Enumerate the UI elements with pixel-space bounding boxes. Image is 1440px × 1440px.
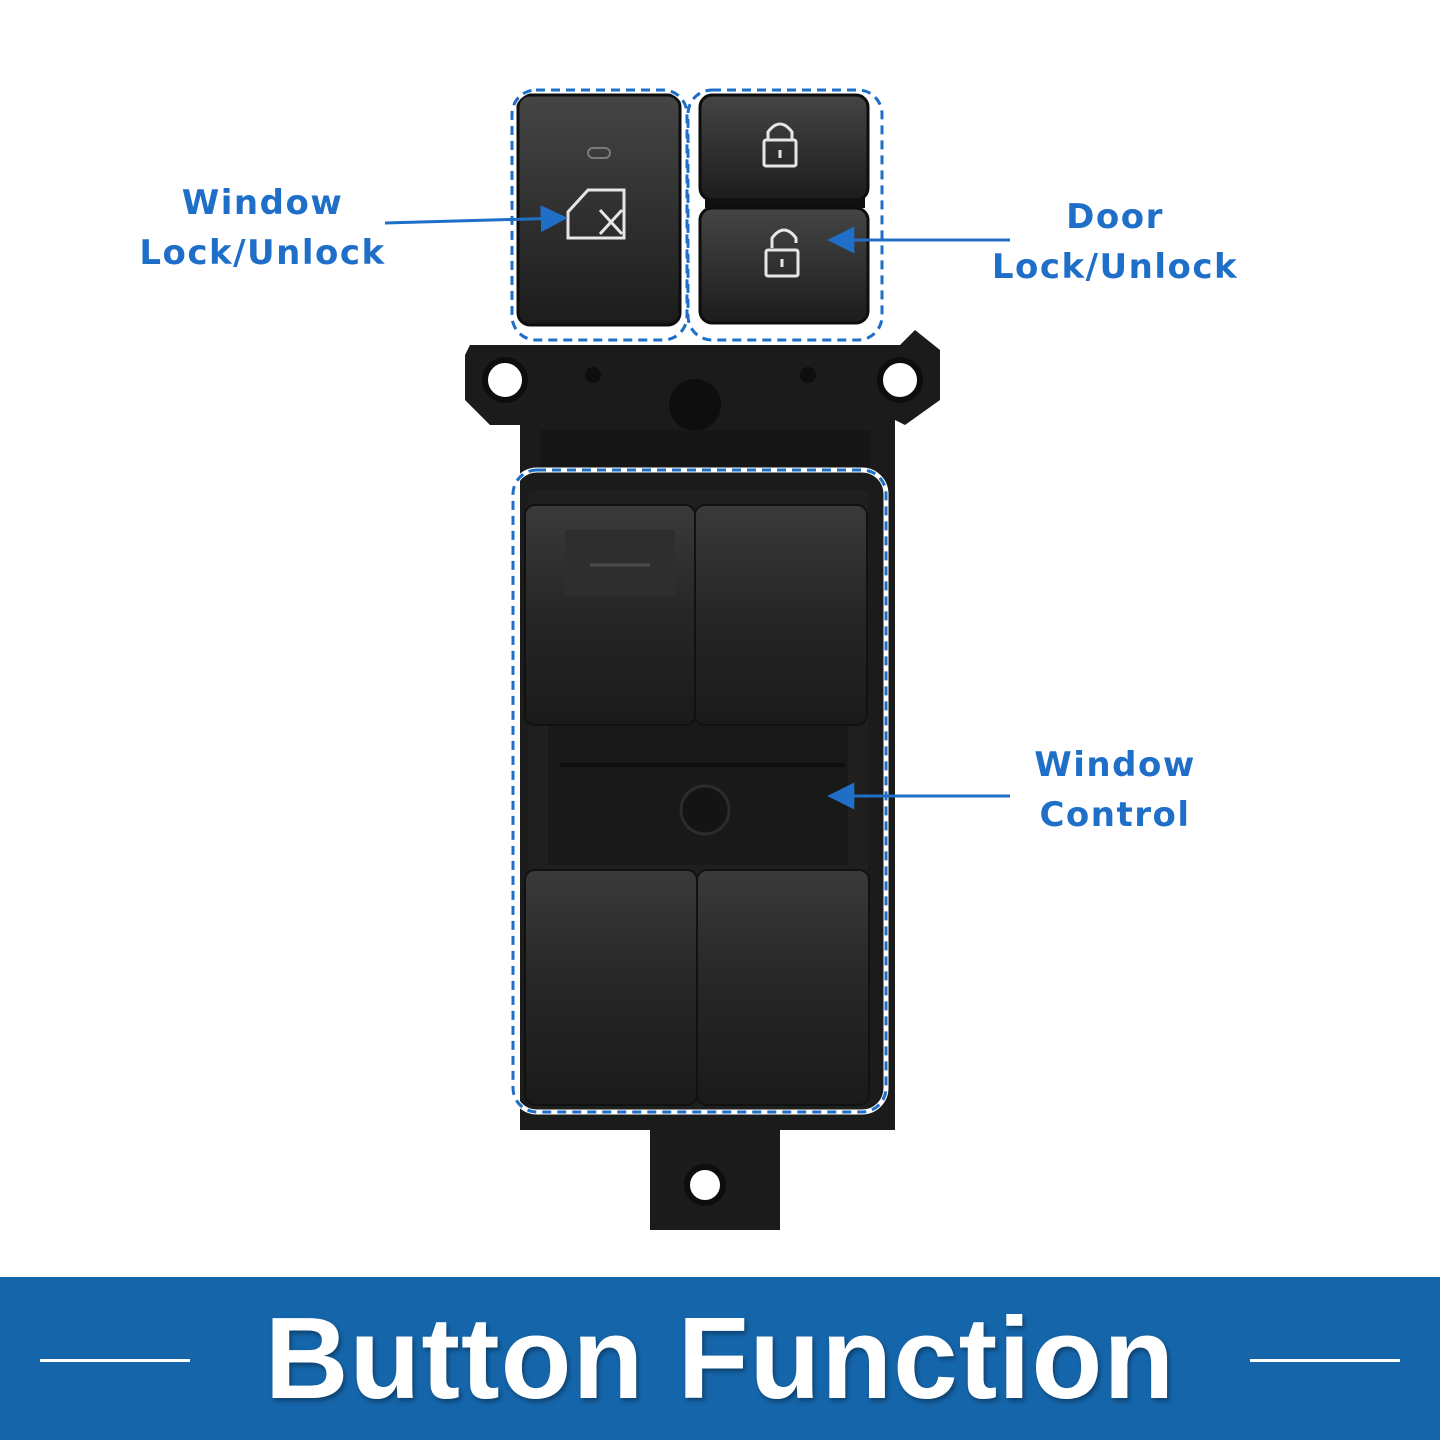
window-lock-arrow (384, 205, 568, 233)
window-lock-highlight (510, 88, 689, 342)
window-lock-button[interactable] (516, 93, 682, 327)
footer-banner: Button Function (0, 1277, 1440, 1440)
window-switch-rear-left[interactable] (524, 869, 698, 1106)
callout-window-control: Window Control (1000, 740, 1230, 840)
footer-divider-right (1250, 1359, 1400, 1362)
highlight-outlines (510, 88, 888, 1114)
mount-hole-left (482, 357, 528, 403)
mount-hole-bottom (684, 1164, 726, 1206)
window-lock-icon (566, 188, 626, 240)
footer-divider-left (40, 1359, 190, 1362)
housing-screw-recess (669, 379, 721, 431)
callout-line: Control (1039, 795, 1191, 835)
callout-door-lock: Door Lock/Unlock (970, 192, 1260, 292)
callout-line: Door (1066, 197, 1164, 237)
callout-line: Window (181, 183, 344, 223)
window-control-highlight (511, 468, 888, 1114)
door-lock-button[interactable] (698, 93, 870, 202)
mount-hole-right (877, 357, 923, 403)
footer-title: Button Function (264, 1293, 1176, 1423)
callout-arrows (384, 205, 1010, 810)
window-switch-rear-right[interactable] (696, 869, 870, 1106)
padlock-closed-icon (762, 122, 798, 168)
door-lock-highlight (686, 88, 884, 342)
callout-line: Lock/Unlock (139, 233, 386, 273)
padlock-open-icon (764, 228, 800, 278)
door-unlock-button[interactable] (698, 206, 870, 325)
callout-line: Lock/Unlock (991, 247, 1239, 287)
callout-window-lock: Window Lock/Unlock (120, 178, 405, 278)
callout-line: Window (1034, 745, 1196, 785)
window-switch-front-left[interactable] (524, 504, 696, 726)
window-switch-illustration (384, 87, 1010, 1230)
window-switch-front-right[interactable] (694, 504, 868, 726)
